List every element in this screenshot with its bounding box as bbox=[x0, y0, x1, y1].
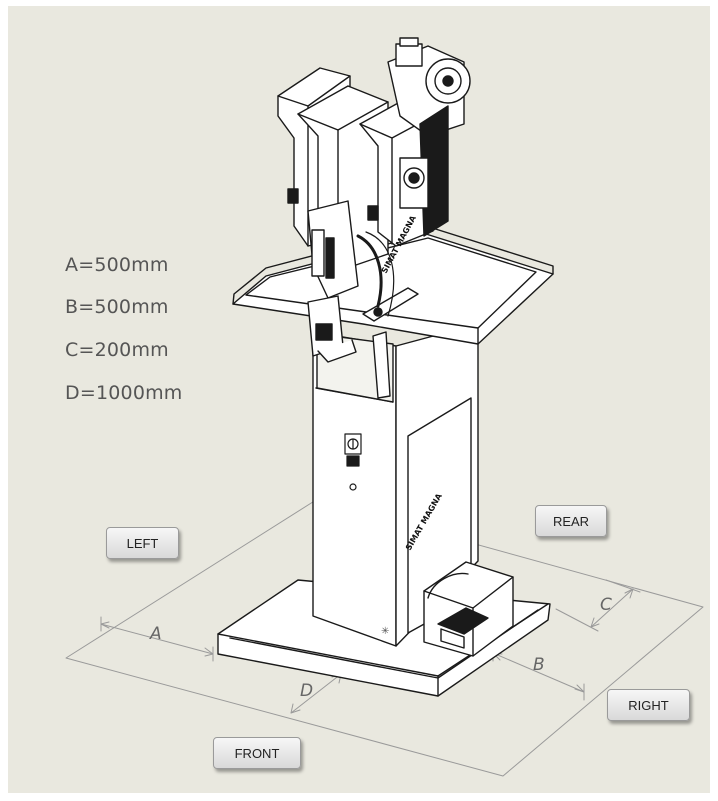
machine-head bbox=[277, 37, 471, 399]
foot-pedal bbox=[423, 561, 514, 657]
footprint-outline bbox=[65, 499, 704, 777]
marker-star-icon: ✳ bbox=[381, 626, 389, 637]
dimension-A bbox=[100, 616, 214, 662]
right-view-button[interactable]: RIGHT bbox=[607, 689, 690, 721]
rear-view-button[interactable]: REAR bbox=[535, 505, 607, 537]
dimension-B-letter: B bbox=[533, 655, 545, 675]
dimension-label-C: C=200mm bbox=[65, 339, 169, 361]
dimension-D bbox=[290, 673, 342, 714]
front-view-button[interactable]: FRONT bbox=[213, 737, 301, 769]
dimension-C-letter: C bbox=[600, 595, 612, 615]
dimension-A-letter: A bbox=[149, 624, 162, 644]
dimension-C bbox=[555, 579, 641, 632]
machine-drawing: A B C D bbox=[65, 37, 704, 777]
dimension-D-letter: D bbox=[300, 681, 313, 701]
key-switch-icon bbox=[344, 433, 362, 467]
left-view-button[interactable]: LEFT bbox=[106, 527, 179, 559]
dimension-label-B: B=500mm bbox=[65, 296, 169, 318]
indicator-lamp-icon bbox=[349, 483, 357, 491]
dimension-label-A: A=500mm bbox=[65, 254, 169, 276]
drawing-canvas: A B C D bbox=[8, 6, 710, 793]
dimension-label-D: D=1000mm bbox=[65, 382, 183, 404]
